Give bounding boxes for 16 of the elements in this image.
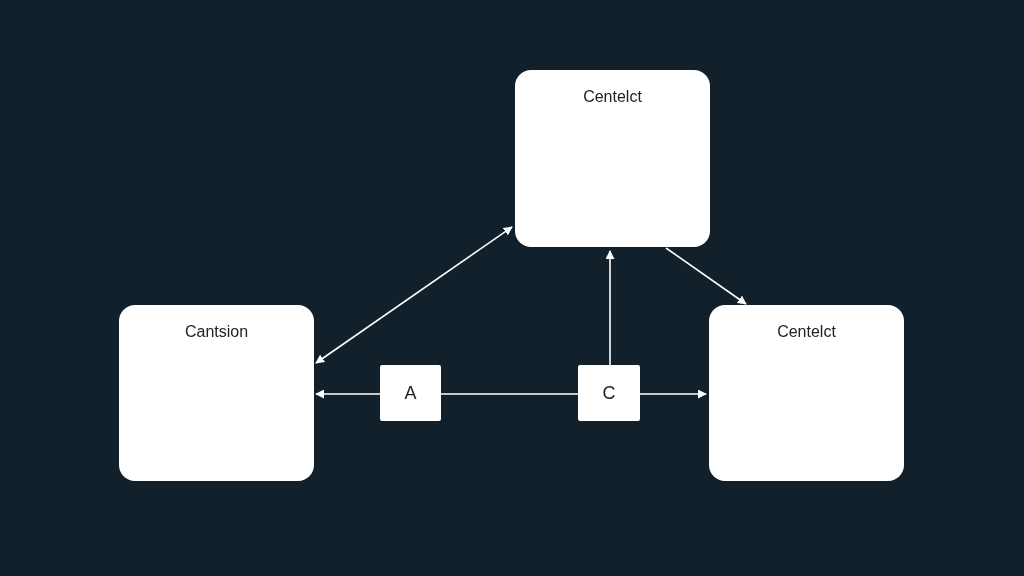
arrow (639, 389, 707, 399)
connector-line (440, 393, 579, 395)
arrow (315, 389, 381, 399)
box-label: A (404, 382, 417, 404)
arrow (315, 226, 513, 364)
process-box (515, 70, 710, 247)
process-box (709, 305, 904, 481)
box-label: Centelct (776, 323, 837, 341)
label-box (578, 365, 640, 421)
box-label: Centelct (582, 88, 643, 106)
arrow (605, 250, 615, 366)
box-label: C (602, 382, 616, 404)
label-box (380, 365, 441, 421)
box-label: Cantsion (183, 323, 250, 341)
process-box (119, 305, 314, 481)
arrow (665, 247, 747, 305)
